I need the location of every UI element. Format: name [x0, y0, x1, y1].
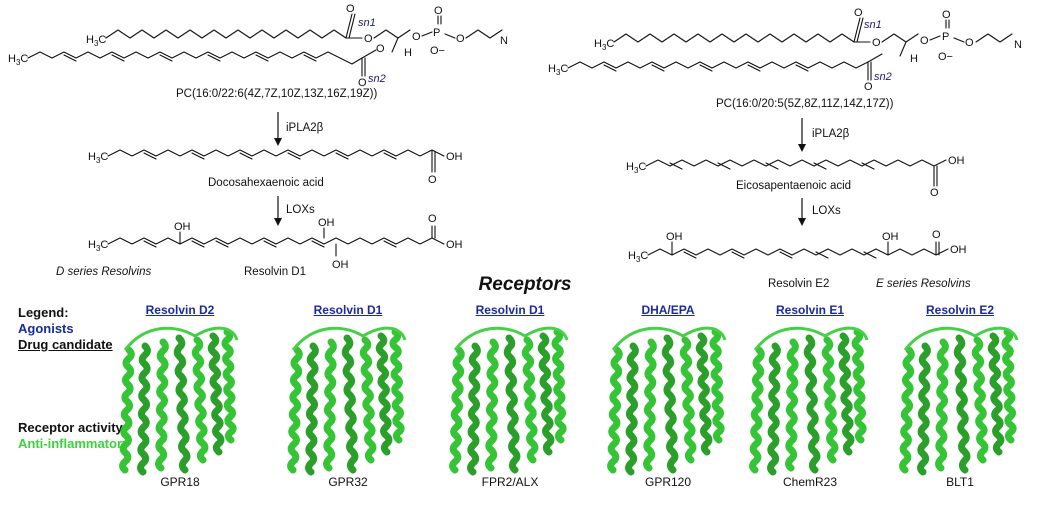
rvd1-acid-o: O: [428, 213, 437, 225]
right-series-label: E series Resolvins: [876, 278, 971, 290]
right-h3c-sn2: H3C: [548, 63, 568, 77]
receptor-agonist-label: Resolvin E1: [775, 303, 845, 317]
right-h3c-sn1: H3C: [594, 38, 614, 52]
left-p: P: [433, 27, 440, 39]
left-o-ester1: O: [364, 33, 373, 45]
left-reaction-scheme: H3C O O H sn1 O P O O− O N H3C O O: [8, 3, 508, 278]
left-h3c-sn2: H3C: [8, 53, 28, 67]
right-epa-structure: H3C O OH: [626, 155, 965, 199]
resolvin-d1-structure: H3C OH OH OH O OH: [88, 213, 463, 271]
rve2-acid-o: O: [932, 229, 941, 241]
legend-agonists: Agonists: [18, 321, 74, 336]
rve2-acid-oh: OH: [950, 244, 967, 256]
legend: Legend: Agonists Drug candidate: [18, 305, 113, 353]
receptor-agonist-label: Resolvin D1: [475, 303, 545, 317]
legend-activity-title: Receptor activity:: [18, 420, 128, 435]
left-fatty-acid-name: Docosahexaenoic acid: [208, 177, 324, 189]
right-arrow-2-head: [798, 218, 806, 226]
left-enzyme-2: LOXs: [286, 204, 315, 216]
left-arrow-2-head: [274, 218, 282, 226]
right-h-label: H: [910, 53, 918, 65]
receptor-name: ChemR23: [782, 475, 838, 489]
rvd1-acid-oh: OH: [446, 239, 463, 251]
left-o-choline: O: [456, 33, 465, 45]
right-o-phos: O: [920, 35, 929, 47]
left-o-sn2: O: [358, 77, 367, 89]
right-o-minus: O−: [938, 51, 953, 63]
legend-title: Legend:: [18, 305, 69, 320]
right-o-sn2: O: [864, 81, 873, 93]
right-sn2-chain: H3C O sn2: [548, 53, 892, 93]
right-enzyme-2: LOXs: [812, 205, 841, 217]
receptor-structure: [745, 320, 875, 520]
right-p: P: [942, 31, 949, 43]
receptors-title: Receptors: [478, 274, 572, 295]
receptor-structure: [283, 320, 413, 520]
left-dha-oh: OH: [446, 151, 463, 163]
right-sn1-label: sn1: [864, 19, 882, 31]
legend-activity: Receptor activity: Anti-inflammatory: [18, 420, 129, 452]
left-sn1-chain: H3C O O H sn1 O P O O− O N: [86, 3, 508, 59]
left-h3c-sn1: H3C: [86, 34, 106, 48]
left-enzyme-1: iPLA2β: [286, 122, 324, 134]
left-o-phos: O: [412, 31, 421, 43]
receptor-structure: [115, 320, 245, 520]
left-dha-h3c: H3C: [88, 151, 108, 165]
left-dha-structure: H3C O OH: [88, 149, 463, 186]
left-o-ester2: O: [376, 43, 385, 55]
rve2-oh-1: OH: [666, 231, 683, 243]
receptor-agonist-label: Resolvin D1: [313, 303, 383, 317]
right-epa-o: O: [930, 187, 939, 199]
left-n-plus: N: [500, 35, 508, 47]
receptor-name: BLT1: [946, 475, 974, 489]
receptor-structure: [603, 320, 733, 520]
left-h-label: H: [404, 47, 412, 59]
receptor-name: GPR120: [644, 475, 692, 489]
left-o-pdouble: O: [434, 5, 443, 17]
rve2-oh-2: OH: [882, 231, 899, 243]
left-series-label: D series Resolvins: [56, 266, 151, 278]
right-o-sn1: O: [854, 7, 863, 19]
receptor-agonist-label: Resolvin D2: [145, 303, 215, 317]
receptor-agonist-label: Resolvin E2: [925, 303, 995, 317]
left-dha-o: O: [428, 174, 437, 186]
right-arrow-1-head: [798, 144, 806, 152]
left-phospholipid-name: PC(16:0/22:6(4Z,7Z,10Z,13Z,16Z,19Z)): [176, 88, 378, 100]
right-sn2-label: sn2: [874, 71, 892, 83]
receptor-agonist-label: DHA/EPA: [641, 303, 695, 317]
receptor-name: GPR18: [160, 475, 200, 489]
resolvin-e2-structure: H3C OH OH O OH: [628, 229, 967, 264]
legend-anti-inflammatory: Anti-inflammatory: [18, 436, 130, 451]
right-enzyme-1: iPLA2β: [812, 128, 850, 140]
right-o-choline: O: [965, 37, 974, 49]
receptor-name: GPR32: [328, 475, 368, 489]
right-o-ester1: O: [872, 37, 881, 49]
left-arrow-1-head: [274, 138, 282, 146]
legend-drug-candidate: Drug candidate: [18, 337, 113, 352]
right-fatty-acid-name: Eicosapentaenoic acid: [736, 180, 851, 192]
right-epa-h3c: H3C: [626, 161, 646, 175]
right-epa-oh: OH: [948, 155, 965, 167]
left-o-minus: O−: [430, 45, 445, 57]
left-sn1-label: sn1: [358, 17, 376, 29]
left-sn2-label: sn2: [368, 73, 386, 85]
right-sn1-chain: H3C O O H sn1 O P O O− O N: [594, 7, 1022, 65]
right-product-name: Resolvin E2: [768, 278, 829, 290]
rvd1-oh-3: OH: [332, 259, 349, 271]
right-phospholipid-name: PC(16:0/20:5(5Z,8Z,11Z,14Z,17Z)): [716, 98, 894, 110]
right-n-plus: N: [1014, 39, 1022, 51]
right-reaction-scheme: H3C O O H sn1 O P O O− O N H3C O sn2: [548, 7, 1022, 290]
rvd1-oh-2: OH: [318, 217, 335, 229]
receptor-structure: [895, 320, 1025, 520]
left-sn2-chain: H3C O O sn2: [8, 43, 386, 89]
left-product-name: Resolvin D1: [244, 266, 306, 278]
right-rve2-h3c: H3C: [628, 250, 648, 264]
receptor-name: FPR2/ALX: [481, 475, 539, 489]
right-o-pdouble: O: [942, 9, 951, 21]
rvd1-oh-1: OH: [174, 221, 191, 233]
left-rvd1-h3c: H3C: [88, 239, 108, 253]
left-o-sn1: O: [346, 3, 355, 15]
receptor-structure: [445, 320, 575, 520]
